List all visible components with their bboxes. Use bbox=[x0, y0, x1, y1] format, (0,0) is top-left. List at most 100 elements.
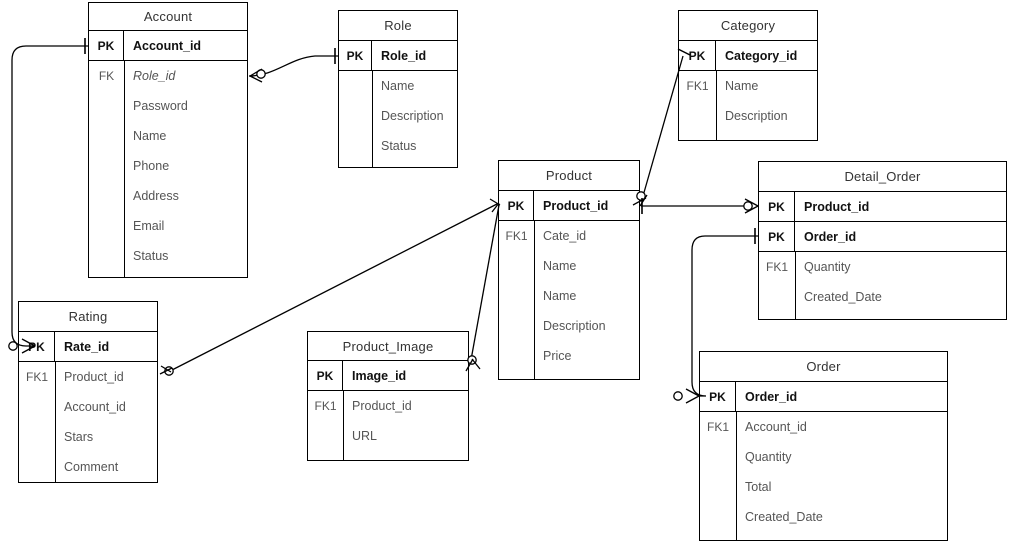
attribute-row[interactable]: Name bbox=[89, 121, 247, 151]
key-cell: PK bbox=[700, 382, 736, 411]
attribute-name: Order_id bbox=[745, 389, 798, 404]
attribute-row[interactable]: Created_Date bbox=[759, 282, 1006, 312]
key-cell: PK bbox=[339, 41, 372, 70]
attribute-row[interactable]: Name bbox=[499, 281, 639, 311]
attribute-name: Role_id bbox=[133, 69, 176, 83]
attribute-row[interactable]: Account_id bbox=[19, 392, 157, 422]
attribute-name: Email bbox=[133, 219, 165, 233]
entity-title: Product_Image bbox=[342, 338, 434, 354]
attribute-name: Rate_id bbox=[64, 339, 110, 354]
key-cell bbox=[89, 91, 124, 121]
attribute-name: Phone bbox=[133, 159, 170, 173]
key-cell: PK bbox=[308, 361, 343, 390]
attribute-row[interactable]: Stars bbox=[19, 422, 157, 452]
link-product-detailorder bbox=[641, 198, 759, 214]
key-cell: PK bbox=[89, 31, 124, 60]
entity-header-account: Account bbox=[89, 3, 247, 31]
key-cell bbox=[308, 421, 343, 451]
attribute-name: Account_id bbox=[64, 400, 126, 414]
attribute-row[interactable]: Status bbox=[89, 241, 247, 271]
entity-title: Order bbox=[806, 359, 841, 374]
attribute-name: Account_id bbox=[745, 420, 807, 434]
attribute-row[interactable]: Address bbox=[89, 181, 247, 211]
key-cell bbox=[19, 452, 55, 482]
key-cell bbox=[700, 442, 736, 472]
attribute-row[interactable]: Description bbox=[499, 311, 639, 341]
attribute-row[interactable]: Phone bbox=[89, 151, 247, 181]
entity-title: Category bbox=[720, 18, 776, 33]
key-cell: PK bbox=[679, 41, 716, 70]
key-cell: PK bbox=[759, 222, 795, 251]
key-cell bbox=[339, 131, 372, 161]
key-column-divider bbox=[124, 61, 125, 277]
entity-title: Product bbox=[545, 168, 593, 183]
attribute-row[interactable]: Total bbox=[700, 472, 947, 502]
key-cell bbox=[89, 241, 124, 271]
attribute-name: URL bbox=[352, 429, 378, 443]
attribute-name: Category_id bbox=[725, 48, 798, 63]
attribute-row[interactable]: Name bbox=[499, 251, 639, 281]
key-cell: FK1 bbox=[706, 420, 729, 434]
attribute-row[interactable]: Created_Date bbox=[700, 502, 947, 532]
attribute-row[interactable]: FK1 Account_id bbox=[700, 412, 947, 442]
attribute-name: Comment bbox=[64, 460, 119, 474]
key-cell: PK bbox=[499, 191, 534, 220]
link-productimage-product bbox=[465, 204, 500, 372]
attribute-name: Price bbox=[543, 349, 572, 363]
entity-header-role: Role bbox=[339, 11, 457, 41]
attribute-name: Created_Date bbox=[745, 510, 823, 524]
attribute-name: Description bbox=[543, 319, 606, 333]
attribute-row[interactable]: Email bbox=[89, 211, 247, 241]
attribute-row[interactable]: Description bbox=[679, 101, 817, 131]
attribute-name: Description bbox=[725, 109, 788, 123]
attribute-name: Cate_id bbox=[543, 229, 587, 243]
attribute-row[interactable]: URL bbox=[308, 421, 468, 451]
key-cell bbox=[700, 472, 736, 502]
entity-header-rating: Rating bbox=[19, 302, 157, 332]
attribute-name: Created_Date bbox=[804, 290, 882, 304]
key-cell: FK1 bbox=[314, 399, 337, 413]
key-cell bbox=[499, 281, 534, 311]
key-cell bbox=[700, 502, 736, 532]
attribute-row[interactable]: Comment bbox=[19, 452, 157, 482]
attribute-row[interactable]: Quantity bbox=[700, 442, 947, 472]
attribute-row[interactable]: PK Order_id bbox=[700, 382, 947, 412]
key-cell bbox=[19, 422, 55, 452]
attribute-name: Product_id bbox=[804, 199, 870, 214]
attribute-row[interactable]: PK Rate_id bbox=[19, 332, 157, 362]
attribute-row[interactable]: Price bbox=[499, 341, 639, 371]
key-column-divider bbox=[736, 412, 737, 540]
attribute-row[interactable]: Status bbox=[339, 131, 457, 161]
key-cell: PK bbox=[19, 332, 55, 361]
attribute-name: Total bbox=[745, 480, 772, 494]
key-column-divider bbox=[372, 71, 373, 167]
entity-title: Detail_Order bbox=[844, 169, 921, 184]
attribute-row[interactable]: Name bbox=[339, 71, 457, 101]
attribute-row[interactable]: PK Category_id bbox=[679, 41, 817, 71]
attribute-name: Description bbox=[381, 109, 444, 123]
key-column-divider bbox=[343, 391, 344, 460]
attribute-row[interactable]: Description bbox=[339, 101, 457, 131]
attribute-row[interactable]: Password bbox=[89, 91, 247, 121]
entity-title: Role bbox=[384, 18, 412, 33]
